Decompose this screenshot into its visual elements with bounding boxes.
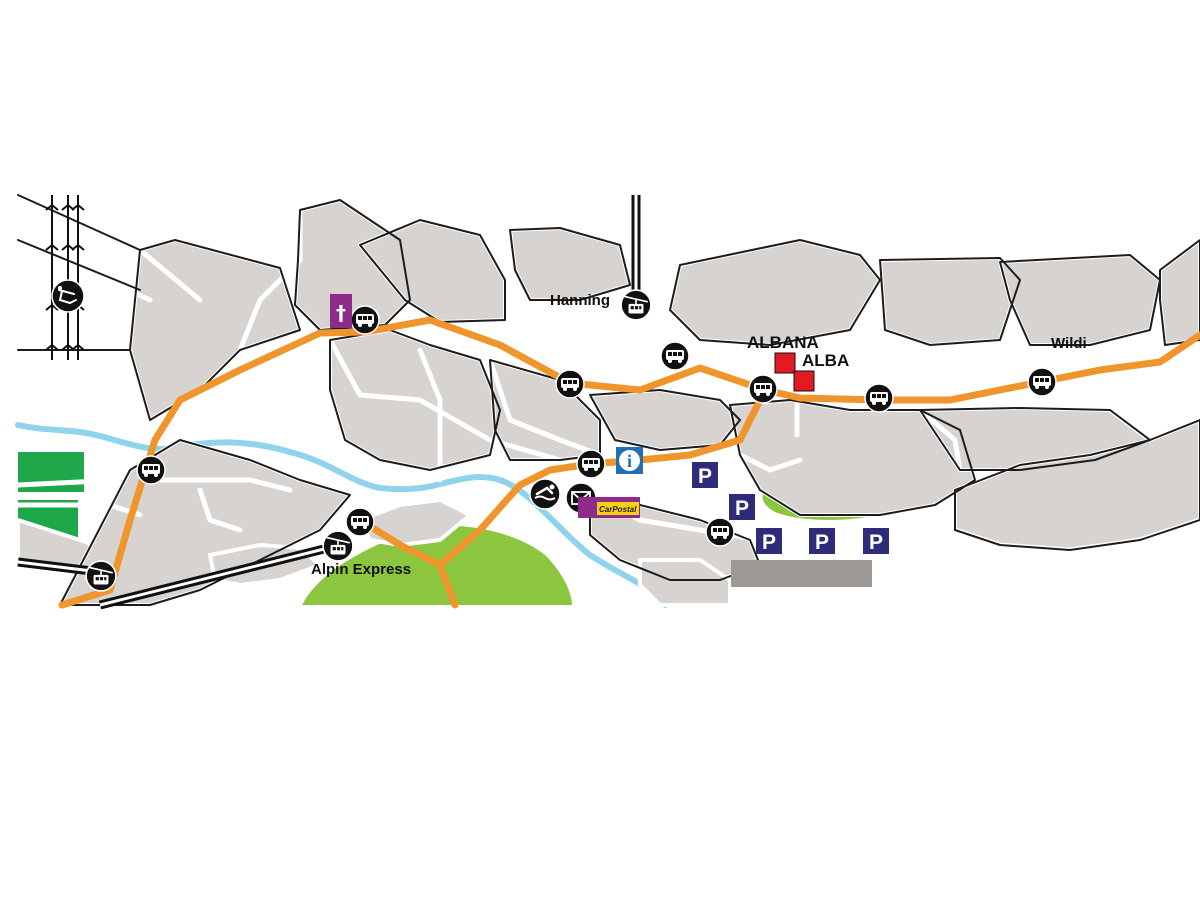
bus-route-spur (356, 386, 769, 569)
ski-lift-pylons (45, 195, 85, 360)
parking-icon[interactable] (756, 528, 782, 554)
parking-icon[interactable] (809, 528, 835, 554)
bus-stop-icon[interactable] (660, 341, 690, 371)
parking-icon[interactable] (863, 528, 889, 554)
svg-text:i: i (627, 451, 632, 471)
label-alpin-express: Alpin Express (311, 561, 411, 578)
swimming-icon[interactable] (529, 478, 561, 510)
carpostal-icon[interactable]: CarPostal (578, 497, 640, 518)
bus-stop-icon[interactable] (1027, 367, 1057, 397)
label-alba: ALBA (802, 351, 849, 370)
bus-stop-icon[interactable] (555, 369, 585, 399)
bus-stop-icon[interactable] (576, 449, 606, 479)
hotel-icon[interactable] (793, 370, 815, 392)
bus-stop-icon[interactable] (136, 455, 166, 485)
bus-stop-icon[interactable] (705, 517, 735, 547)
info-icon[interactable]: i (616, 447, 643, 474)
label-wildi: Wildi (1051, 335, 1087, 352)
bus-route-south (436, 561, 459, 609)
church-icon[interactable]: † (330, 294, 352, 328)
place-labels: Hanning ALBANA ALBA Wildi Alpin Express (311, 292, 1087, 578)
cable-car-icon[interactable] (620, 289, 652, 321)
parking-icon[interactable] (729, 494, 755, 520)
cable-car-icon[interactable] (85, 560, 117, 592)
bus-stop-icon[interactable] (748, 374, 778, 404)
grey-area (731, 560, 872, 587)
river (15, 422, 668, 608)
bus-stop-icon[interactable] (864, 383, 894, 413)
svg-text:CarPostal: CarPostal (599, 505, 637, 514)
cable-car-icon[interactable] (322, 530, 354, 562)
bus-stop-icon[interactable] (350, 305, 380, 335)
svg-text:†: † (336, 301, 346, 325)
rail-lines (17, 195, 641, 610)
ski-lift-icon[interactable] (51, 279, 85, 313)
bus-stop-icon[interactable] (345, 507, 375, 537)
label-albana: ALBANA (747, 333, 819, 352)
hotel-icon[interactable] (774, 352, 796, 374)
label-hanning: Hanning (550, 292, 610, 309)
parking-icon[interactable] (692, 462, 718, 488)
